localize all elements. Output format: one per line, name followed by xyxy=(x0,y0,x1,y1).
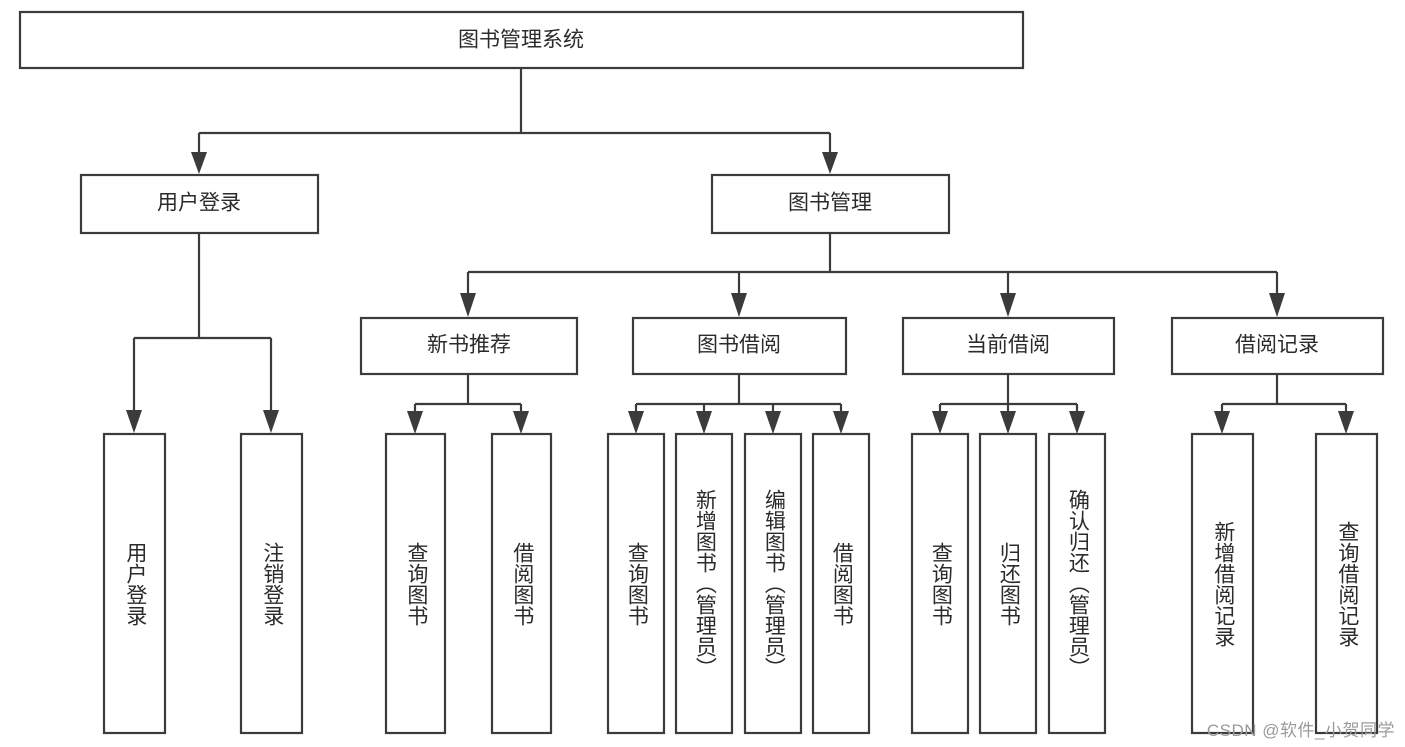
node-new-book-recommend-label: 新书推荐 xyxy=(427,334,511,357)
node-current-borrow[interactable]: 当前借阅 xyxy=(901,316,1116,376)
watermark: CSDN @软件_小贺同学 xyxy=(1206,721,1395,740)
leaf-node-user-login[interactable] xyxy=(102,432,167,735)
node-book-borrow-label: 图书借阅 xyxy=(697,334,781,357)
node-new-book-recommend[interactable]: 新书推荐 xyxy=(359,316,579,376)
leaf-node-confirm-return-admin[interactable] xyxy=(1047,432,1107,735)
node-book-management[interactable]: 图书管理 xyxy=(710,173,951,235)
node-book-borrow[interactable]: 图书借阅 xyxy=(631,316,848,376)
connector-bookmgmt-to-level3 xyxy=(460,233,1285,317)
connector-root-to-level2 xyxy=(191,68,838,174)
node-borrow-records-label: 借阅记录 xyxy=(1235,334,1319,357)
leaf-node-edit-book-admin[interactable] xyxy=(743,432,803,735)
connector-newbook-to-leaves xyxy=(407,374,529,434)
leaf-node-add-borrow-record[interactable] xyxy=(1190,432,1255,735)
connector-records-to-leaves xyxy=(1214,374,1354,434)
connector-borrow-to-leaves xyxy=(628,374,849,434)
connector-userlogin-to-leaves xyxy=(126,233,279,433)
leaf-node-borrow-book[interactable] xyxy=(811,432,871,735)
leaf-node-query-book-newbook[interactable] xyxy=(384,432,447,735)
node-user-login[interactable]: 用户登录 xyxy=(79,173,320,235)
leaf-node-query-book-current[interactable] xyxy=(910,432,970,735)
node-current-borrow-label: 当前借阅 xyxy=(966,334,1050,357)
node-root-label: 图书管理系统 xyxy=(458,29,584,52)
node-user-login-label: 用户登录 xyxy=(157,192,241,215)
leaf-node-add-book-admin[interactable] xyxy=(674,432,734,735)
leaf-node-return-book[interactable] xyxy=(978,432,1038,735)
leaf-node-query-borrow-record[interactable] xyxy=(1314,432,1379,735)
leaf-node-borrow-book-newbook[interactable] xyxy=(490,432,553,735)
node-root-book-management-system[interactable]: 图书管理系统 xyxy=(18,10,1025,70)
node-book-management-label: 图书管理 xyxy=(788,192,872,215)
leaf-node-logout[interactable] xyxy=(239,432,304,735)
node-borrow-records[interactable]: 借阅记录 xyxy=(1170,316,1385,376)
connector-current-to-leaves xyxy=(932,374,1085,434)
leaf-node-query-book-borrow[interactable] xyxy=(606,432,666,735)
